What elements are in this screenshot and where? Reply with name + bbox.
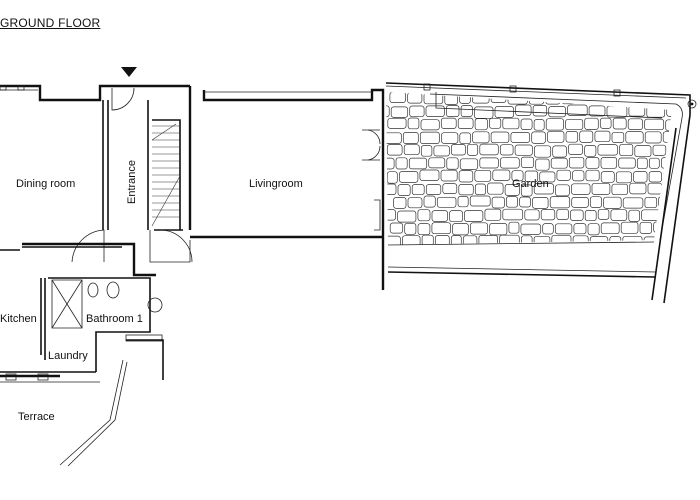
room-label-laundry: Laundry <box>48 350 88 362</box>
entrance-arrow-icon <box>121 67 137 77</box>
building-walls <box>0 84 385 467</box>
staircase <box>151 123 181 227</box>
room-label-livingroom: Livingroom <box>249 178 303 190</box>
floor-title: GROUND FLOOR <box>0 16 101 30</box>
garden-boundary <box>385 82 697 304</box>
room-label-entrance: Entrance <box>126 160 138 204</box>
room-label-bathroom: Bathroom 1 <box>86 313 143 325</box>
room-label-kitchen: Kitchen <box>0 313 37 325</box>
room-label-dining: Dining room <box>16 178 75 190</box>
room-label-terrace: Terrace <box>18 411 55 423</box>
room-label-garden: Garden <box>512 178 549 190</box>
